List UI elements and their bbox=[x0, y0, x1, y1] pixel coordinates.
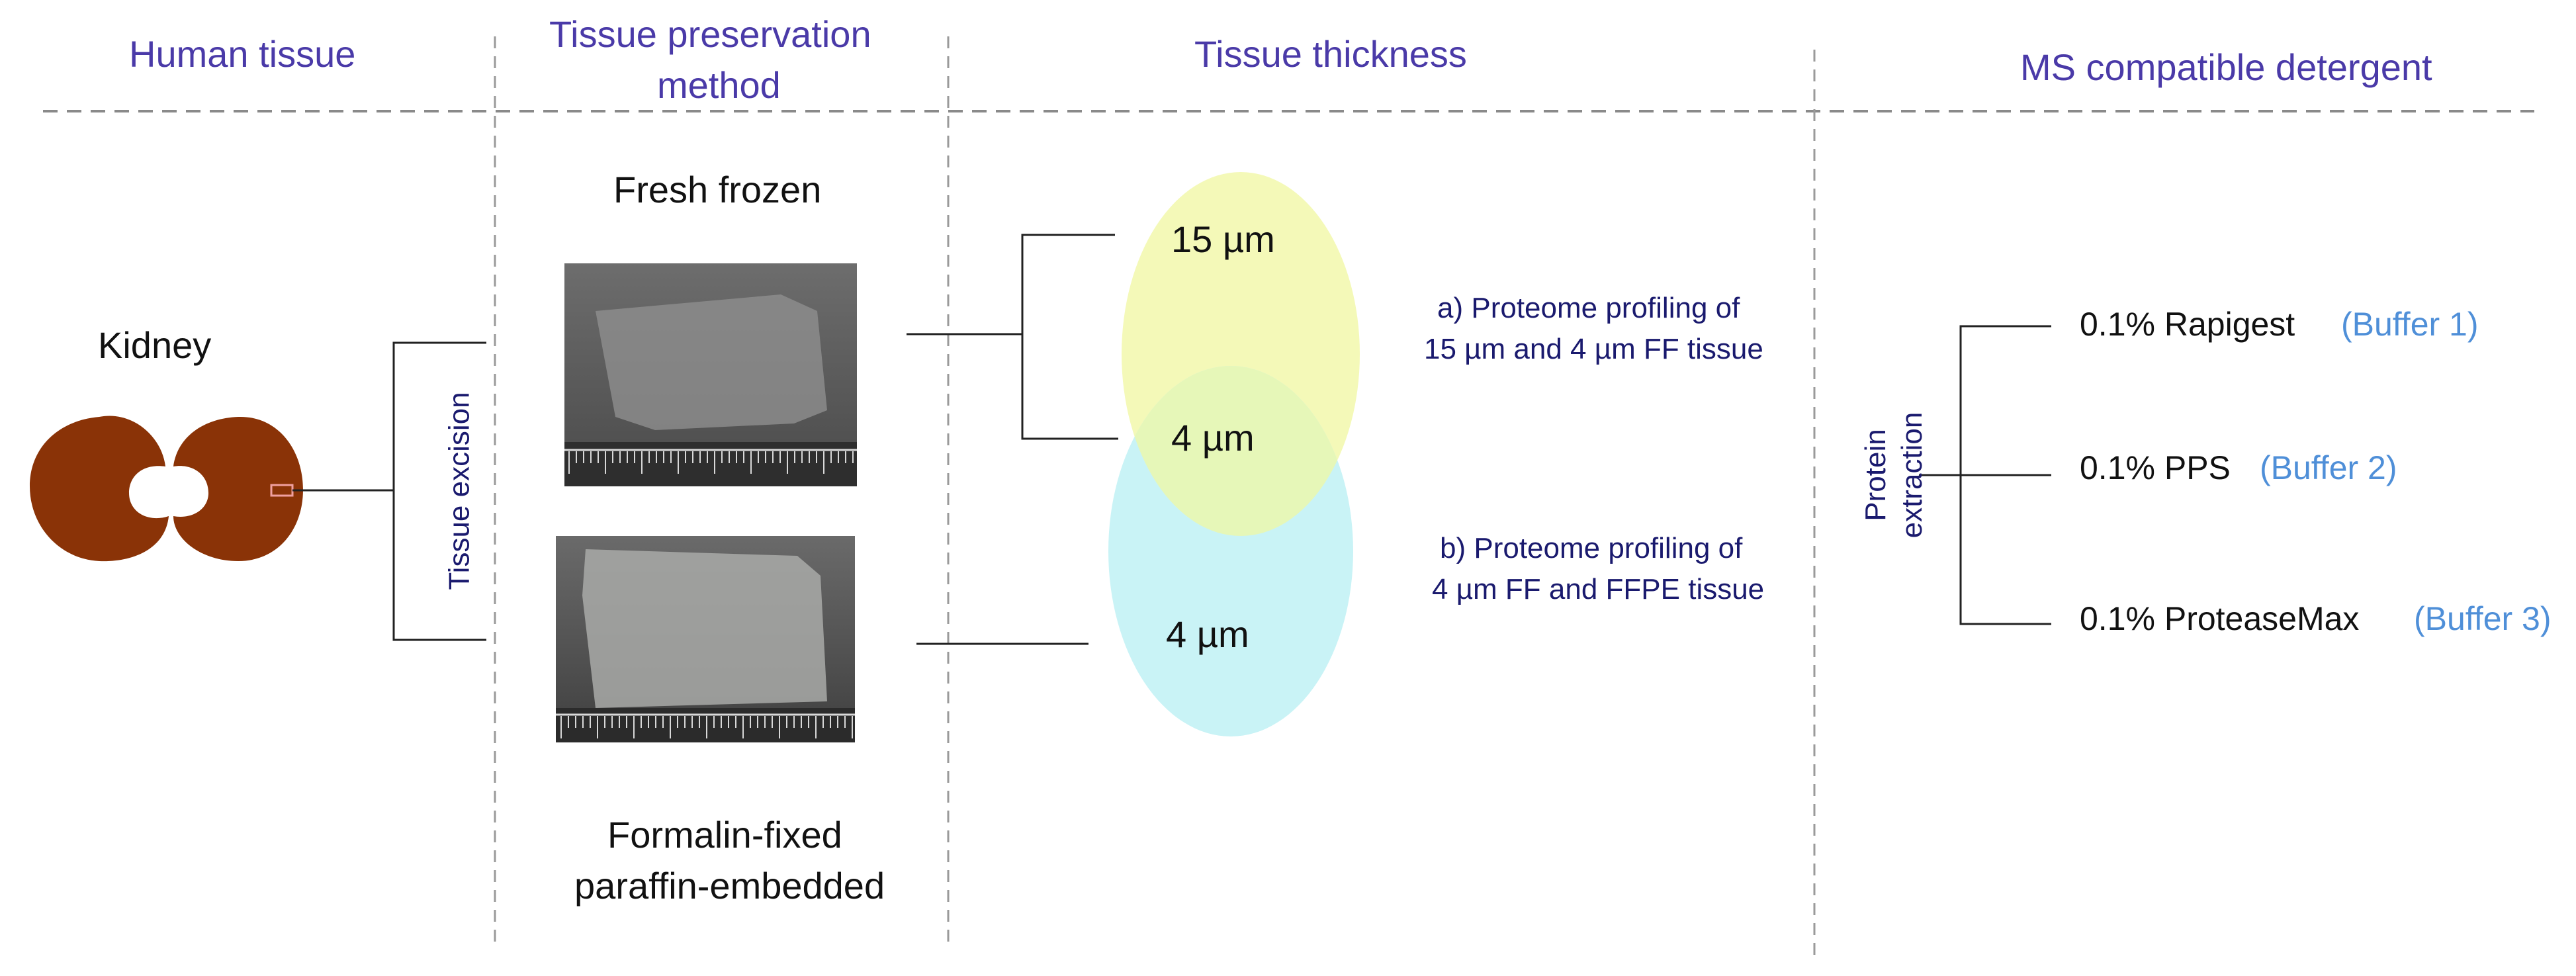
detergent-3-buffer: (Buffer 3) bbox=[2414, 600, 2552, 637]
ffpe-label-line2: paraffin-embedded bbox=[574, 865, 885, 907]
header-detergent: MS compatible detergent bbox=[2020, 46, 2432, 88]
tissue-excision-label: Tissue excision bbox=[443, 392, 476, 590]
detergent-1-name: 0.1% Rapigest bbox=[2080, 306, 2295, 343]
tissue-section-photo bbox=[556, 536, 855, 742]
tissue-section-photo bbox=[564, 263, 857, 486]
comparison-a-line1: a) Proteome profiling of bbox=[1437, 292, 1740, 324]
excision-bracket bbox=[392, 341, 486, 641]
comparison-b-line1: b) Proteome profiling of bbox=[1440, 532, 1743, 564]
header-thickness: Tissue thickness bbox=[1194, 33, 1467, 75]
fresh-frozen-bracket bbox=[1021, 234, 1118, 440]
header-preservation-line1: Tissue preservation bbox=[549, 13, 871, 55]
header-preservation-line2: method bbox=[657, 64, 781, 106]
fresh-frozen-label: Fresh frozen bbox=[613, 169, 822, 210]
thickness-15um-label: 15 µm bbox=[1171, 218, 1275, 260]
overlap-region bbox=[1122, 366, 1353, 536]
protein-extraction-line2: extraction bbox=[1896, 412, 1928, 539]
detergent-2-buffer: (Buffer 2) bbox=[2260, 449, 2397, 486]
ffpe-label-line1: Formalin-fixed bbox=[607, 814, 842, 856]
detergent-1-buffer: (Buffer 1) bbox=[2341, 306, 2479, 343]
thickness-4um-ff-label: 4 µm bbox=[1171, 417, 1255, 459]
thickness-4um-ffpe-label: 4 µm bbox=[1166, 613, 1249, 655]
comparison-b-line2: 4 µm FF and FFPE tissue bbox=[1432, 573, 1765, 605]
protein-extraction-line1: Protein bbox=[1859, 429, 1892, 521]
detergent-2-name: 0.1% PPS bbox=[2080, 449, 2231, 486]
detergent-3-name: 0.1% ProteaseMax bbox=[2080, 600, 2360, 637]
kidney-label: Kidney bbox=[98, 324, 212, 366]
header-human-tissue: Human tissue bbox=[129, 33, 356, 75]
kidney-icon bbox=[30, 416, 303, 562]
protein-extraction-label: Protein extraction bbox=[1857, 412, 1930, 539]
comparison-a-line2: 15 µm and 4 µm FF tissue bbox=[1424, 333, 1763, 365]
